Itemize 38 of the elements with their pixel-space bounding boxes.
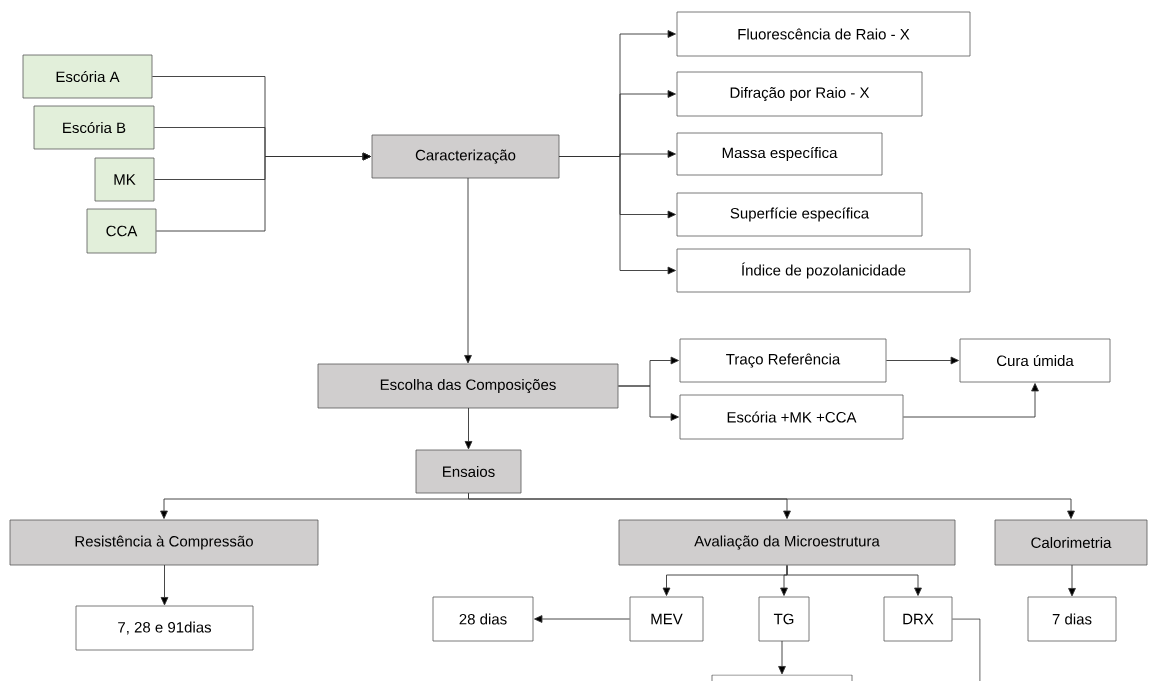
arrow: [778, 640, 786, 675]
process-box: DRX: [883, 596, 953, 642]
process-box: 7, 28 e 91dias: [75, 605, 254, 651]
material-box: CCA: [86, 208, 157, 254]
material-box: MK: [94, 157, 155, 202]
material-box: Escória A: [22, 54, 153, 99]
arrow: [1068, 564, 1076, 597]
arrow: [160, 564, 169, 606]
process-box: 28 dias: [432, 596, 534, 642]
arrow: [464, 407, 473, 450]
material-box: Escória B: [33, 105, 155, 150]
process-box: Índice de pozolanicidade: [676, 248, 971, 293]
arrow: [464, 177, 472, 364]
process-box: Massa específica: [676, 132, 883, 176]
empty-box: [711, 674, 853, 681]
process-box: Cura úmida: [959, 338, 1111, 383]
process-box: Escória +MK +CCA: [679, 394, 904, 440]
arrow: [468, 492, 1075, 519]
process-box: TG: [758, 596, 810, 642]
arrow: [534, 615, 631, 623]
process-box: Fluorescência de Raio - X: [676, 11, 971, 57]
process-box: Difração por Raio - X: [676, 71, 923, 117]
stage-box: Resistência à Compressão: [9, 519, 319, 566]
arrow: [786, 564, 922, 596]
arrow: [902, 383, 1039, 418]
stage-box: Escolha das Composições: [317, 363, 619, 409]
arrow: [155, 152, 371, 232]
process-box: Superfície específica: [676, 192, 923, 237]
arrow: [617, 385, 679, 421]
stage-box: Avaliação da Microestrutura: [618, 519, 956, 566]
arrow: [885, 356, 959, 365]
stage-box: Ensaios: [415, 449, 522, 494]
stage-box: Caracterização: [371, 134, 560, 179]
process-box: 7 dias: [1027, 596, 1117, 642]
process-box: MEV: [629, 596, 704, 642]
arrow: [558, 156, 676, 275]
stage-box: Calorimetria: [994, 519, 1148, 566]
process-box: Traço Referência: [679, 338, 887, 383]
